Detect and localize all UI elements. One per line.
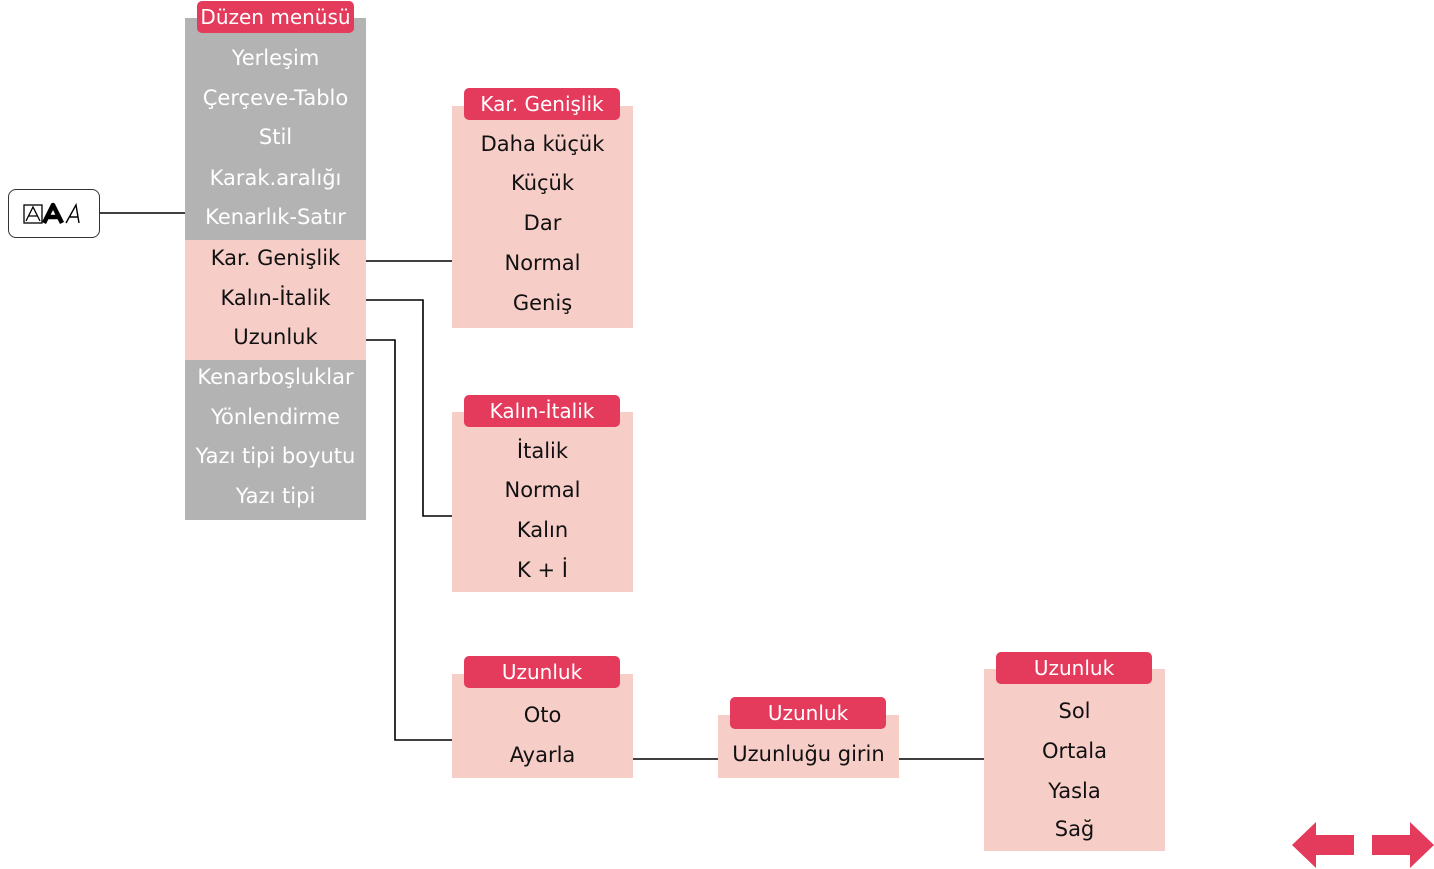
bold-italic-menu: İtalik Normal Kalın K + İ bbox=[452, 412, 633, 592]
char-width-menu: Daha küçük Küçük Dar Normal Geniş bbox=[452, 106, 633, 328]
edit-menu-title: Düzen menüsü bbox=[197, 1, 354, 33]
menu-item-font[interactable]: Yazı tipi bbox=[235, 484, 316, 508]
length-menu: Oto Ayarla bbox=[452, 674, 633, 778]
menu-item-char-width[interactable]: Kar. Genişlik bbox=[210, 246, 341, 270]
option-right[interactable]: Sağ bbox=[1054, 817, 1095, 841]
menu-item-frame-table[interactable]: Çerçeve-Tablo bbox=[202, 86, 349, 110]
text-format-icon[interactable] bbox=[8, 189, 100, 238]
align-menu: Sol Ortala Yasla Sağ bbox=[984, 669, 1165, 851]
menu-item-bold-italic[interactable]: Kalın-İtalik bbox=[220, 286, 331, 310]
edit-menu: Yerleşim Çerçeve-Tablo Stil Karak.aralığ… bbox=[185, 18, 366, 520]
menu-item-style[interactable]: Stil bbox=[258, 125, 293, 149]
option-smaller[interactable]: Daha küçük bbox=[480, 132, 605, 156]
highlighted-group bbox=[185, 240, 366, 360]
bold-italic-menu-title: Kalın-İtalik bbox=[464, 395, 620, 427]
option-narrow[interactable]: Dar bbox=[523, 211, 562, 235]
option-enter-length[interactable]: Uzunluğu girin bbox=[732, 742, 885, 766]
menu-item-layout[interactable]: Yerleşim bbox=[231, 46, 320, 70]
option-left[interactable]: Sol bbox=[1058, 699, 1091, 723]
arrow-right-icon[interactable] bbox=[1372, 822, 1434, 868]
option-justify[interactable]: Yasla bbox=[1048, 779, 1101, 803]
option-small[interactable]: Küçük bbox=[510, 171, 575, 195]
option-normal[interactable]: Normal bbox=[504, 251, 581, 275]
menu-item-char-spacing[interactable]: Karak.aralığı bbox=[209, 166, 342, 190]
length-menu-title: Uzunluk bbox=[464, 656, 620, 688]
option-bold-italic[interactable]: K + İ bbox=[517, 558, 568, 582]
menu-item-font-size[interactable]: Yazı tipi boyutu bbox=[195, 444, 356, 468]
arrow-left-icon[interactable] bbox=[1292, 822, 1354, 868]
char-width-menu-title: Kar. Genişlik bbox=[464, 88, 620, 120]
option-italic[interactable]: İtalik bbox=[516, 439, 569, 463]
option-wide[interactable]: Geniş bbox=[512, 291, 573, 315]
menu-item-margins[interactable]: Kenarboşluklar bbox=[197, 365, 354, 389]
option-center[interactable]: Ortala bbox=[1042, 739, 1107, 763]
option-adjust[interactable]: Ayarla bbox=[509, 743, 576, 767]
option-normal-style[interactable]: Normal bbox=[504, 478, 581, 502]
menu-item-border-line[interactable]: Kenarlık-Satır bbox=[205, 205, 346, 229]
option-bold[interactable]: Kalın bbox=[516, 518, 569, 542]
menu-item-orientation[interactable]: Yönlendirme bbox=[210, 405, 341, 429]
menu-item-length[interactable]: Uzunluk bbox=[233, 325, 318, 349]
align-menu-title: Uzunluk bbox=[996, 652, 1152, 684]
option-auto[interactable]: Oto bbox=[523, 703, 562, 727]
length-entry-title: Uzunluk bbox=[730, 697, 886, 729]
